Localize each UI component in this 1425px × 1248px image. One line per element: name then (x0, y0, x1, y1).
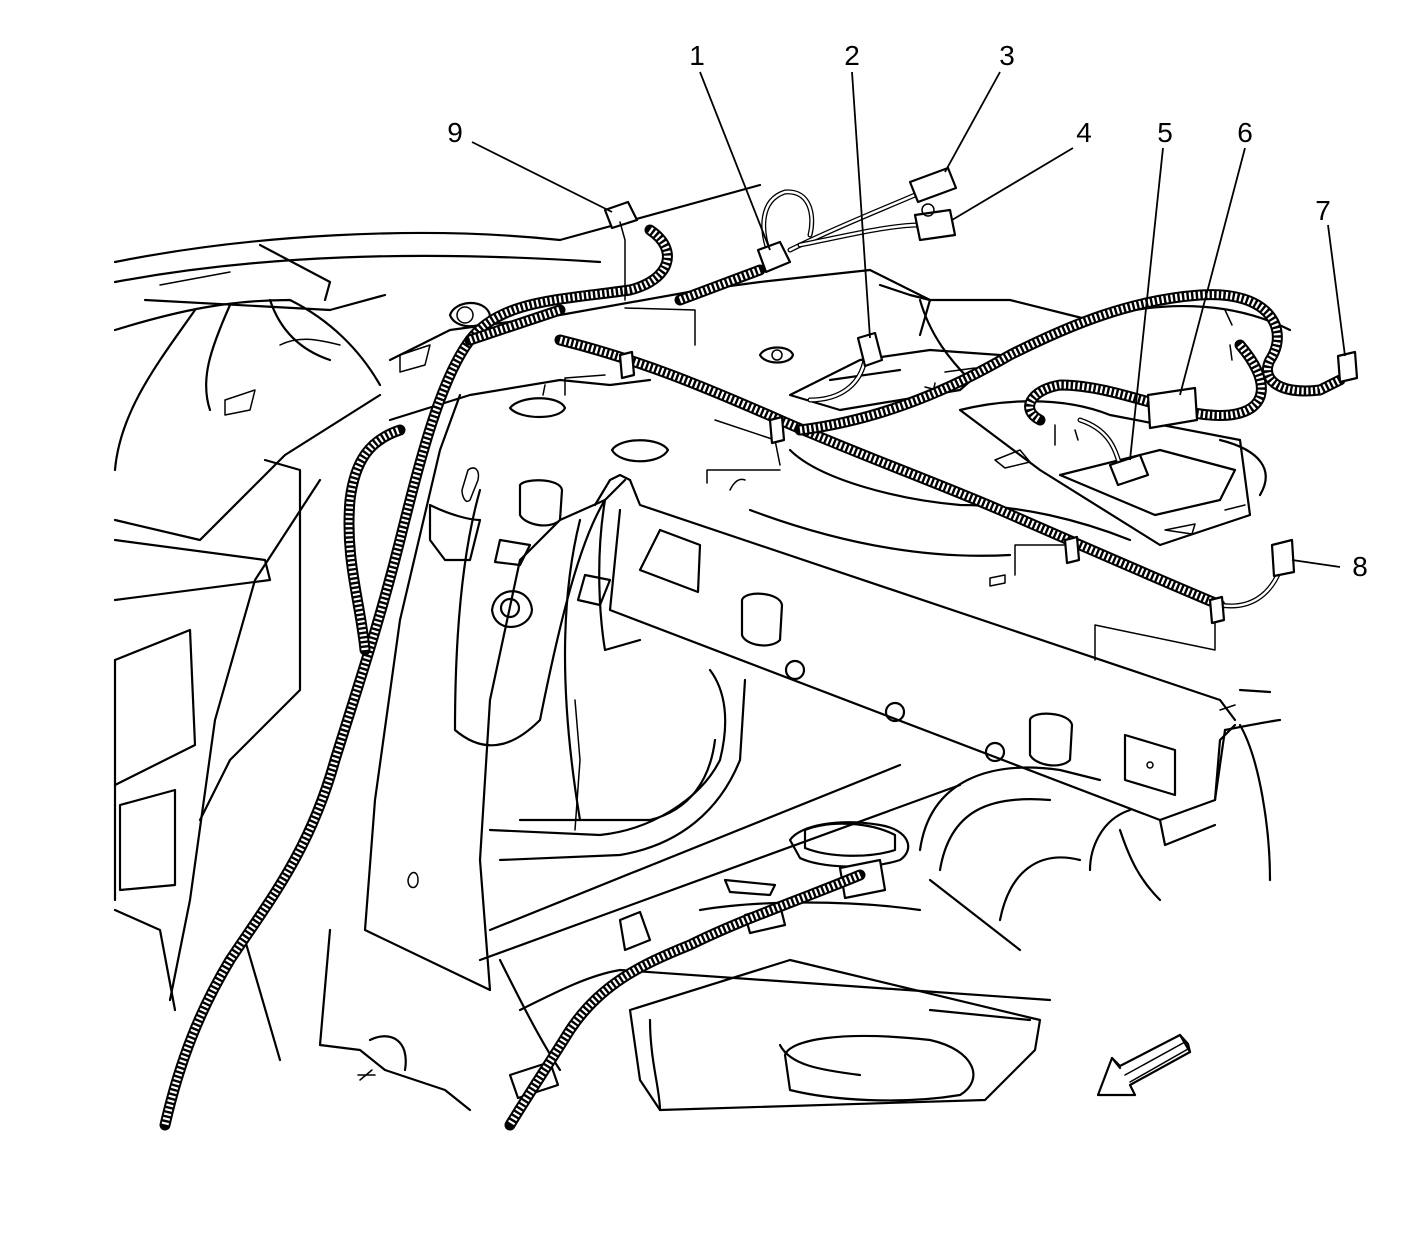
leader-line-4 (951, 147, 1074, 221)
leader-line-3 (944, 71, 1001, 173)
wiring-harness (159, 224, 1346, 1131)
leader-line-8 (1291, 559, 1341, 568)
leader-line-6 (1179, 147, 1246, 396)
leader-line-1 (699, 71, 771, 251)
callout-6: 6 (1237, 117, 1253, 148)
wires-and-connectors (603, 166, 1359, 625)
leader-line-9 (471, 141, 613, 213)
callout-7: 7 (1315, 195, 1331, 226)
leader-line-2 (851, 71, 871, 339)
callout-2: 2 (844, 40, 860, 71)
callout-1: 1 (689, 40, 705, 71)
leader-line-7 (1327, 224, 1346, 357)
leader-lines (471, 71, 1346, 568)
callout-5: 5 (1157, 117, 1173, 148)
callout-3: 3 (999, 40, 1015, 71)
body-panels (113, 183, 1292, 1112)
callout-4: 4 (1076, 117, 1092, 148)
front-direction-arrow-icon (1096, 1033, 1192, 1097)
callout-8: 8 (1352, 551, 1368, 582)
leader-line-5 (1129, 147, 1164, 461)
callout-9: 9 (447, 117, 463, 148)
